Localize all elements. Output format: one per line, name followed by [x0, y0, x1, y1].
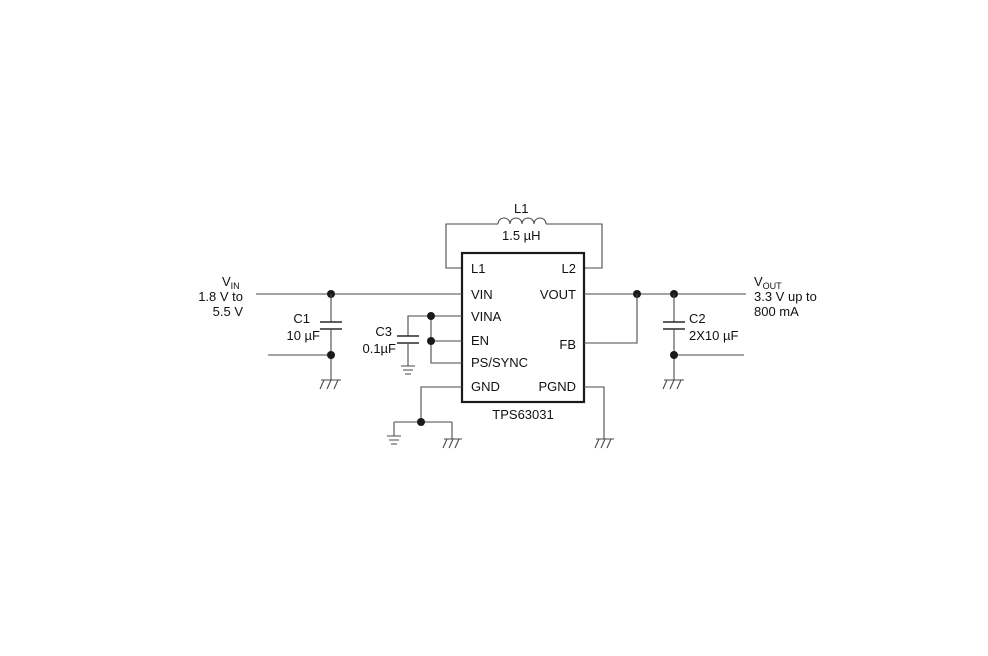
pgnd-chassis-ground-icon	[594, 438, 614, 449]
gnd-wire	[420, 386, 462, 422]
c1-chassis-ground-icon	[319, 379, 341, 390]
l1-pin-wire	[445, 223, 498, 269]
ps-sync-wire	[430, 341, 462, 364]
pin-ps-sync: PS/SYNC	[471, 355, 528, 370]
ic-body	[460, 251, 586, 404]
c3-signal-ground-icon	[401, 365, 415, 375]
gnd-signal-ground-icon	[387, 435, 401, 445]
fb-wire	[584, 294, 638, 344]
pin-vina: VINA	[471, 309, 502, 324]
c3-name: C3	[375, 324, 392, 339]
pin-en: EN	[471, 333, 489, 348]
vin-label: VIN	[222, 274, 240, 291]
inductor-name: L1	[514, 201, 528, 216]
pin-l1: L1	[471, 261, 485, 276]
c2-chassis-ground-icon	[662, 379, 684, 390]
c2-name: C2	[689, 311, 706, 326]
vin-range-line2: 5.5 V	[213, 304, 244, 319]
pin-vin: VIN	[471, 287, 493, 302]
c1-name: C1	[293, 311, 310, 326]
gnd-junction	[417, 418, 425, 426]
c2-value: 2X10 µF	[689, 328, 738, 343]
inductor-value: 1.5 µH	[502, 228, 541, 243]
c1-value: 10 µF	[286, 328, 320, 343]
inductor-coil	[497, 217, 547, 225]
gnd-chassis-ground-icon	[442, 438, 462, 449]
vout-spec-line2: 800 mA	[754, 304, 799, 319]
c3-value: 0.1µF	[362, 341, 396, 356]
pin-vout: VOUT	[540, 287, 576, 302]
pin-pgnd: PGND	[538, 379, 576, 394]
pin-l2: L2	[562, 261, 576, 276]
c1-ground-junction	[327, 351, 335, 359]
ic-part-number: TPS63031	[492, 407, 553, 422]
c2-ground-junction	[670, 351, 678, 359]
pgnd-wire	[584, 386, 605, 439]
vout-label: VOUT	[754, 274, 782, 291]
vin-range-line1: 1.8 V to	[198, 289, 243, 304]
l2-pin-wire	[546, 223, 603, 269]
pin-gnd: GND	[471, 379, 500, 394]
pin-fb: FB	[559, 337, 576, 352]
vina-junction	[427, 312, 435, 320]
vina-wire	[407, 315, 462, 336]
en-junction	[427, 337, 435, 345]
vout-spec-line1: 3.3 V up to	[754, 289, 817, 304]
